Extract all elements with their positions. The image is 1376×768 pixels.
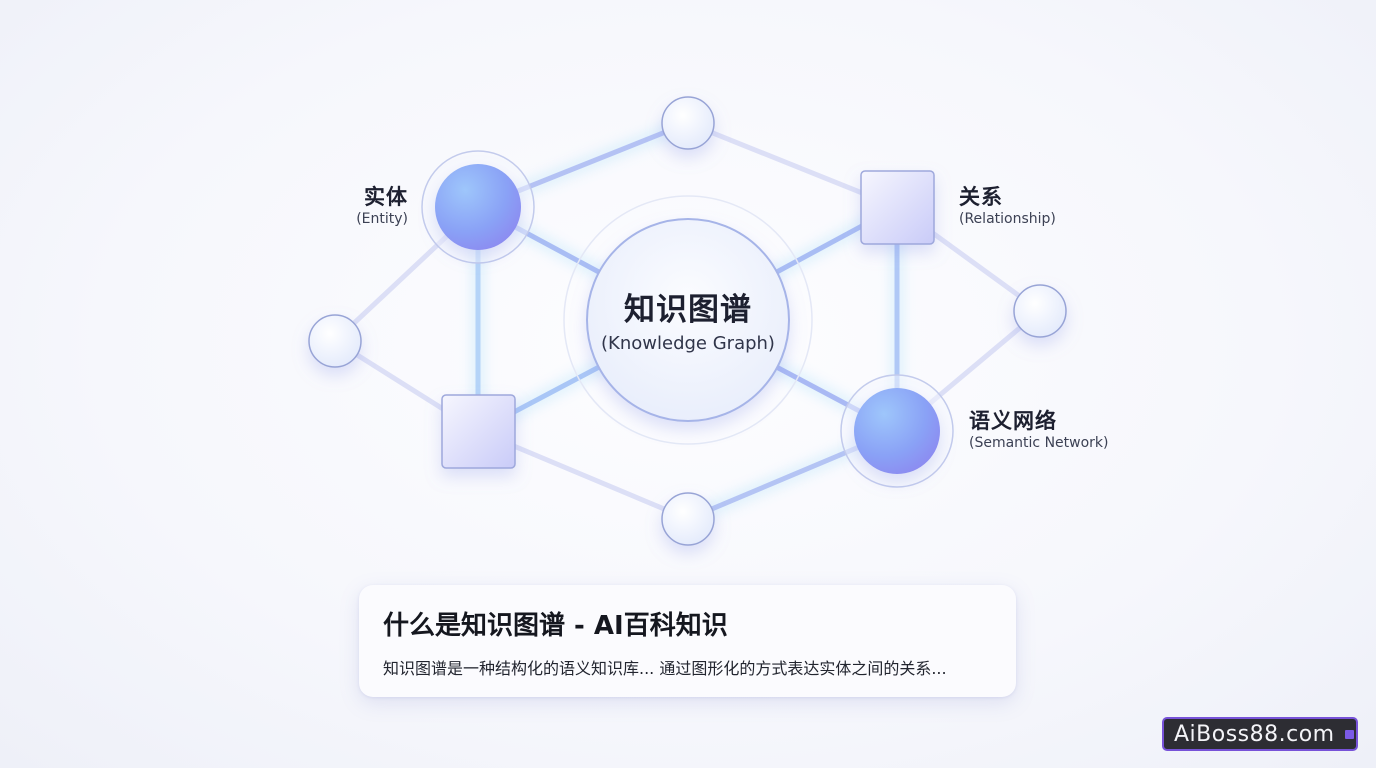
relationship-label: 关系 (Relationship) <box>959 184 1056 228</box>
card-description: 知识图谱是一种结构化的语义知识库... 通过图形化的方式表达实体之间的关系... <box>383 659 947 678</box>
small-node-left <box>308 314 362 368</box>
relationship-node <box>860 170 935 245</box>
small-node-top <box>661 96 715 150</box>
semantic-network-label-en: (Semantic Network) <box>969 435 1109 451</box>
center-label-en: (Knowledge Graph) <box>601 333 775 354</box>
small-node-right <box>1013 284 1067 338</box>
entity-node <box>421 150 535 264</box>
small-node-bottom <box>661 492 715 546</box>
entity-label-zh: 实体 <box>364 185 408 209</box>
semantic-network-label: 语义网络 (Semantic Network) <box>969 408 1109 452</box>
square-icon <box>1344 729 1354 739</box>
center-node <box>563 195 813 445</box>
semantic-network-node <box>840 374 954 488</box>
entity-label: 实体 (Entity) <box>340 184 408 228</box>
relationship-label-zh: 关系 <box>959 185 1003 209</box>
card-title: 什么是知识图谱 - AI百科知识 <box>383 611 728 641</box>
center-label-zh: 知识图谱 <box>624 292 752 328</box>
semantic-network-label-zh: 语义网络 <box>969 409 1057 433</box>
relationship-label-en: (Relationship) <box>959 211 1056 227</box>
watermark-badge: AiBoss88.com <box>1162 717 1358 751</box>
center-label: 知识图谱 (Knowledge Graph) <box>588 290 788 356</box>
watermark-text: AiBoss88.com <box>1174 721 1335 747</box>
entity-label-en: (Entity) <box>356 211 408 227</box>
square-node-lower-left <box>441 394 516 469</box>
info-card: 什么是知识图谱 - AI百科知识 知识图谱是一种结构化的语义知识库... 通过图… <box>359 585 1016 697</box>
